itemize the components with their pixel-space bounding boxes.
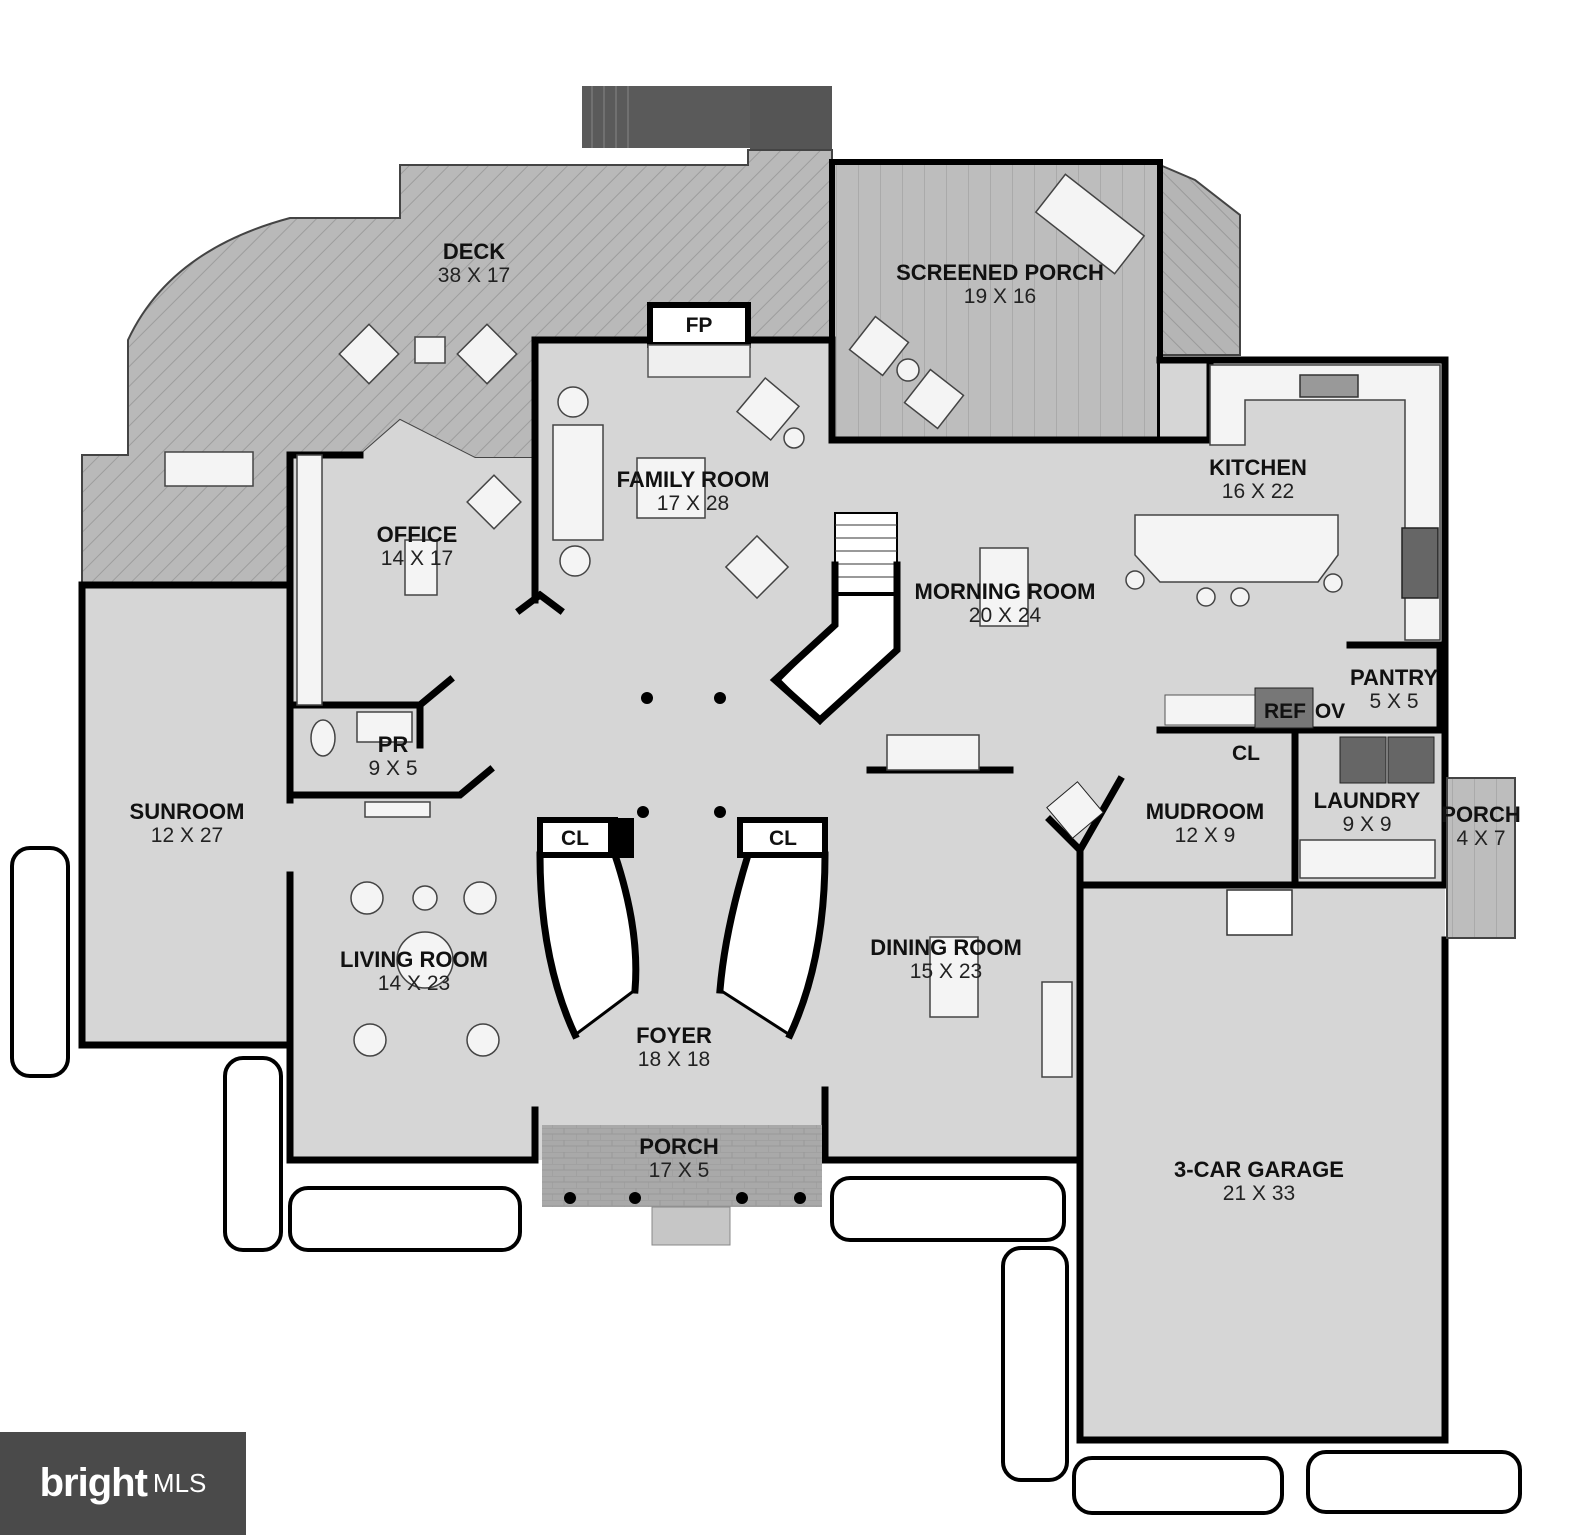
kitchen-dim: 16 X 22 bbox=[1222, 480, 1294, 503]
screened-porch-dim: 19 X 16 bbox=[964, 285, 1036, 308]
sunroom-name: SUNROOM bbox=[130, 799, 245, 824]
walls bbox=[78, 336, 1449, 1444]
logo-brand: bright bbox=[39, 1461, 148, 1505]
foyer-name: FOYER bbox=[636, 1023, 712, 1048]
front-porch-dim: 17 X 5 bbox=[649, 1159, 710, 1182]
morning-room-dim: 20 X 24 bbox=[969, 604, 1042, 627]
pr-dim: 9 X 5 bbox=[368, 757, 417, 780]
living-room-dim: 14 X 23 bbox=[378, 972, 450, 995]
pr-fixtures bbox=[310, 711, 413, 757]
office-furniture bbox=[296, 454, 522, 706]
kitchen-name: KITCHEN bbox=[1209, 455, 1307, 480]
deck-stairs bbox=[582, 86, 832, 164]
side-porch-dim: 4 X 7 bbox=[1456, 827, 1505, 850]
living-room-furniture bbox=[350, 801, 500, 1057]
dining-furniture bbox=[886, 734, 1073, 1078]
deck-name: DECK bbox=[443, 239, 505, 264]
pantry-name: PANTRY bbox=[1350, 665, 1438, 690]
brightmls-logo: bright MLS bbox=[0, 1432, 246, 1535]
living-room-name: LIVING ROOM bbox=[340, 947, 488, 972]
dining-room-name: DINING ROOM bbox=[870, 935, 1022, 960]
family-room-furniture bbox=[552, 376, 805, 600]
morning-room-table bbox=[979, 547, 1029, 627]
mudroom-name: MUDROOM bbox=[1146, 799, 1265, 824]
garage-dim: 21 X 33 bbox=[1223, 1182, 1295, 1205]
columns bbox=[637, 692, 726, 818]
laundry-fixtures bbox=[1046, 736, 1436, 879]
deck-dim: 38 X 17 bbox=[438, 264, 510, 287]
shrubs bbox=[10, 846, 1522, 1515]
porch-furniture bbox=[848, 173, 1146, 430]
cl-left-label: CL bbox=[561, 827, 589, 850]
side-porch-name: PORCH bbox=[1441, 802, 1520, 827]
ov-label: OV bbox=[1315, 700, 1345, 723]
mudroom-dim: 12 X 9 bbox=[1175, 824, 1236, 847]
pantry-dim: 5 X 5 bbox=[1369, 690, 1418, 713]
center-stair bbox=[769, 512, 901, 725]
dining-room-dim: 15 X 23 bbox=[910, 960, 982, 983]
logo-suffix: MLS bbox=[152, 1468, 207, 1498]
laundry-dim: 9 X 9 bbox=[1342, 813, 1391, 836]
kitchen-fixtures bbox=[1125, 364, 1441, 729]
morning-room-name: MORNING ROOM bbox=[915, 579, 1096, 604]
porch-columns bbox=[564, 1192, 806, 1204]
fp-label: FP bbox=[686, 314, 713, 337]
family-room-name: FAMILY ROOM bbox=[617, 467, 770, 492]
cl-mudroom-label: CL bbox=[1232, 742, 1260, 765]
hearth bbox=[647, 344, 751, 378]
ref-label: REF bbox=[1264, 700, 1306, 723]
sunroom-dim: 12 X 27 bbox=[151, 824, 223, 847]
family-room-dim: 17 X 28 bbox=[657, 492, 729, 515]
garage-name: 3-CAR GARAGE bbox=[1174, 1157, 1344, 1182]
cl-right-label: CL bbox=[769, 827, 797, 850]
screened-porch-name: SCREENED PORCH bbox=[896, 260, 1104, 285]
room-labels: DECK 38 X 17 SCREENED PORCH 19 X 16 FP F… bbox=[130, 239, 1521, 1205]
front-steps bbox=[651, 1206, 731, 1246]
front-porch-area bbox=[542, 1125, 822, 1207]
laundry-name: LAUNDRY bbox=[1314, 788, 1421, 813]
side-porch-area bbox=[1446, 777, 1516, 939]
mudroom-stair bbox=[1226, 889, 1293, 936]
office-dim: 14 X 17 bbox=[381, 547, 453, 570]
office-name: OFFICE bbox=[377, 522, 458, 547]
pr-name: PR bbox=[378, 732, 409, 757]
front-porch-name: PORCH bbox=[639, 1134, 718, 1159]
deck-furniture bbox=[164, 323, 518, 487]
foyer-stairs bbox=[536, 817, 829, 1040]
foyer-dim: 18 X 18 bbox=[638, 1048, 710, 1071]
deck-right-wedge bbox=[1159, 163, 1241, 356]
